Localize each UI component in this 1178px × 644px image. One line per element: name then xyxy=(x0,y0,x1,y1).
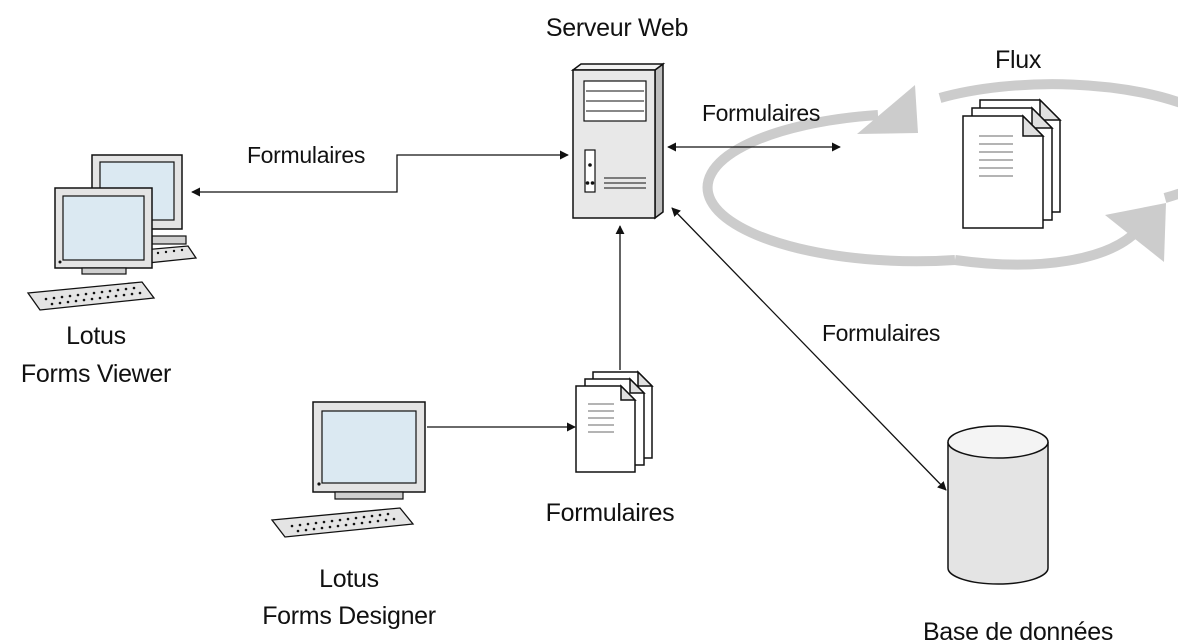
connectors xyxy=(191,142,947,491)
viewer-computer-icon xyxy=(26,154,198,311)
viewer-label-line1: Lotus xyxy=(66,322,126,350)
forms-documents-icon xyxy=(575,370,654,473)
web-server-icon xyxy=(570,62,666,220)
web-server-label: Serveur Web xyxy=(546,14,688,42)
designer-label-line1: Lotus xyxy=(319,565,379,593)
server-flux-label: Formulaires xyxy=(702,100,820,126)
database-icon xyxy=(947,425,1049,585)
server-viewer-label: Formulaires xyxy=(247,142,365,168)
server-database-connector xyxy=(671,207,947,491)
viewer-label-line2: Forms Viewer xyxy=(21,360,171,388)
server-database-label: Formulaires xyxy=(822,320,940,346)
flux-documents-icon xyxy=(962,98,1062,229)
forms-stack-label: Formulaires xyxy=(546,499,675,527)
designer-label-line2: Forms Designer xyxy=(262,602,436,630)
designer-computer-icon xyxy=(270,401,426,538)
database-label: Base de données xyxy=(923,618,1113,644)
server-viewer-connector xyxy=(191,150,569,197)
flux-label: Flux xyxy=(995,46,1042,74)
